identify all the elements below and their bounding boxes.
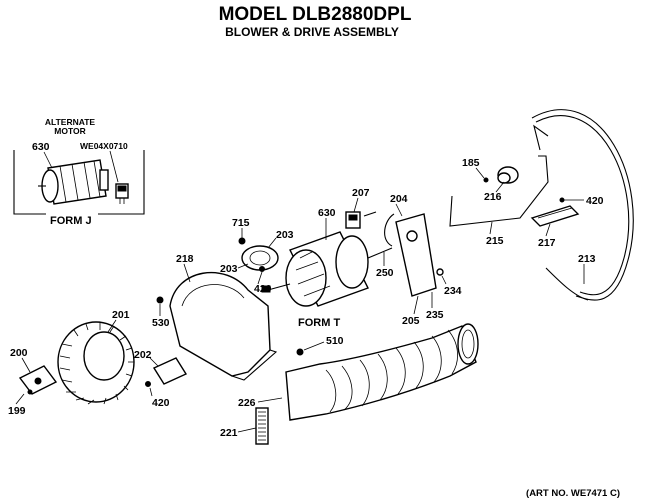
screw-510 <box>296 348 304 356</box>
filter-221 <box>255 407 269 445</box>
idler-pulley-216 <box>483 166 519 184</box>
alternate-motor-inset: ALTERNATE MOTOR 630 WE04X0710 FORM J <box>13 117 145 227</box>
leader-line <box>21 357 31 373</box>
callout-530: 530 <box>152 317 170 329</box>
leader-line <box>183 263 191 283</box>
leader-line <box>109 150 119 183</box>
leader-line <box>353 197 359 213</box>
callout-715: 715 <box>232 217 250 229</box>
callout-630: 630 <box>318 207 336 219</box>
exhaust-duct-226 <box>285 323 479 421</box>
callout-202: 202 <box>134 349 152 361</box>
callout-215: 215 <box>486 235 504 247</box>
leader-line <box>475 167 485 179</box>
leader-line <box>267 237 277 249</box>
inset-heading-line2: MOTOR <box>54 126 85 136</box>
callout-234: 234 <box>444 285 462 297</box>
callout-207: 207 <box>352 187 370 199</box>
leader-line <box>149 357 159 367</box>
leader-line <box>413 295 419 315</box>
blower-bracket-200 <box>18 365 58 395</box>
inset-callout-630: 630 <box>32 141 50 153</box>
callout-201: 201 <box>112 309 130 321</box>
leader-line <box>257 271 263 285</box>
bearing-203 <box>238 237 279 272</box>
diagram-title: MODEL DLB2880DPL <box>219 4 412 25</box>
leader-line <box>395 203 403 217</box>
callout-200: 200 <box>10 347 28 359</box>
callouts: 715 203 630 207 204 185 216 420 215 217 … <box>8 157 604 439</box>
callout-185: 185 <box>462 157 480 169</box>
callout-213: 213 <box>578 253 596 265</box>
bracket-217 <box>530 197 580 227</box>
callout-226: 226 <box>238 397 256 409</box>
callout-420b: 420 <box>254 283 272 295</box>
callout-205: 205 <box>402 315 420 327</box>
blower-wheel-201 <box>57 321 135 405</box>
callout-218: 218 <box>176 253 194 265</box>
inset-part-number: WE04X0710 <box>80 141 128 151</box>
callout-203b: 203 <box>220 263 238 275</box>
callout-216: 216 <box>484 191 502 203</box>
switch-207 <box>345 211 377 229</box>
callout-250: 250 <box>376 267 394 279</box>
blower-housing-218 <box>156 271 278 381</box>
leader-line <box>489 221 493 235</box>
callout-420c: 420 <box>152 397 170 409</box>
callout-203a: 203 <box>276 229 294 241</box>
inset-bracket-left <box>13 150 46 215</box>
inset-form-label: FORM J <box>50 215 92 227</box>
callout-420a: 420 <box>586 195 604 207</box>
leader-line <box>257 397 283 403</box>
leader-line <box>149 387 153 397</box>
leader-line <box>15 393 25 405</box>
callout-217: 217 <box>538 237 556 249</box>
switch-icon <box>115 183 129 204</box>
bracket-202 <box>145 357 188 387</box>
art-number: (ART NO. WE7471 C) <box>526 488 620 499</box>
callout-199: 199 <box>8 405 26 417</box>
inset-bracket-right <box>98 150 145 215</box>
leader-line <box>43 151 53 169</box>
leader-line <box>107 319 117 333</box>
rod-215 <box>449 155 549 227</box>
leader-line <box>237 263 249 269</box>
drive-motor-630 <box>261 231 393 307</box>
leader-line <box>495 181 505 193</box>
leader-line <box>237 427 257 433</box>
form-t-label: FORM T <box>298 317 340 329</box>
callout-235: 235 <box>426 309 444 321</box>
inset-heading-line1: ALTERNATE <box>45 117 96 127</box>
leader-line <box>441 275 447 285</box>
diagram-subtitle: BLOWER & DRIVE ASSEMBLY <box>225 25 399 39</box>
clip-234 <box>436 268 444 276</box>
motor-mount-204 <box>384 213 437 297</box>
leader-line <box>545 223 551 237</box>
callout-221: 221 <box>220 427 238 439</box>
callout-204: 204 <box>390 193 408 205</box>
drum-back-panel <box>531 109 634 301</box>
leader-line <box>303 341 325 351</box>
callout-510: 510 <box>326 335 344 347</box>
alternate-motor-icon <box>38 159 109 205</box>
